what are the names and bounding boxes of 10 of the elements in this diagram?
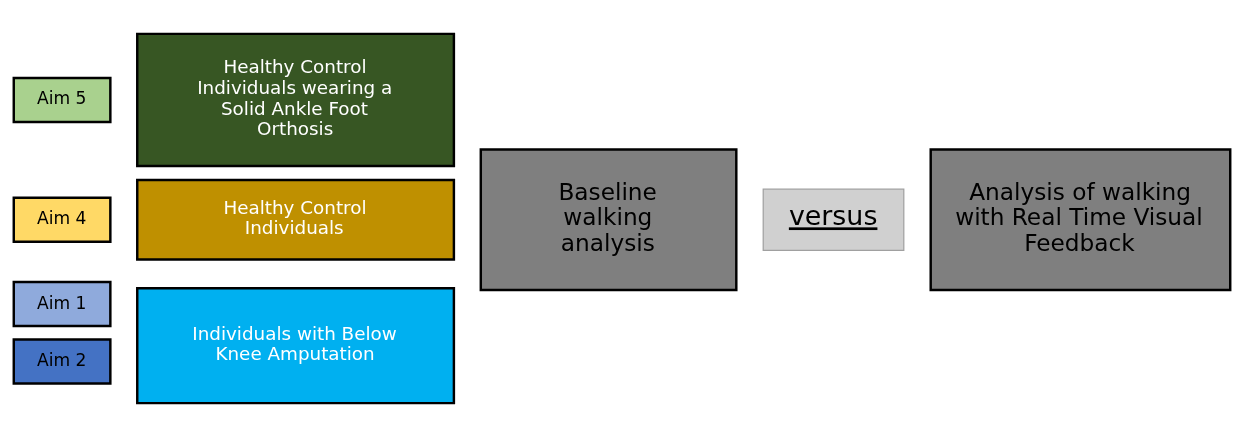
node-box: Analysis of walking with Real Time Visual Feedback: [929, 147, 1232, 291]
node-box: Individuals with Below Knee Amputation: [136, 286, 456, 404]
node-box: Healthy Control Individuals wearing a Solid Ankle Foot Orthosis: [136, 32, 456, 167]
node-box: Aim 4: [12, 196, 112, 243]
node-box: Baseline walking analysis: [479, 147, 738, 291]
node-box: Aim 5: [12, 76, 112, 123]
node-box: Healthy Control Individuals: [136, 178, 456, 261]
node-box: Aim 2: [12, 337, 112, 385]
node-box: Aim 1: [12, 280, 112, 327]
node-box: versus: [762, 188, 905, 251]
